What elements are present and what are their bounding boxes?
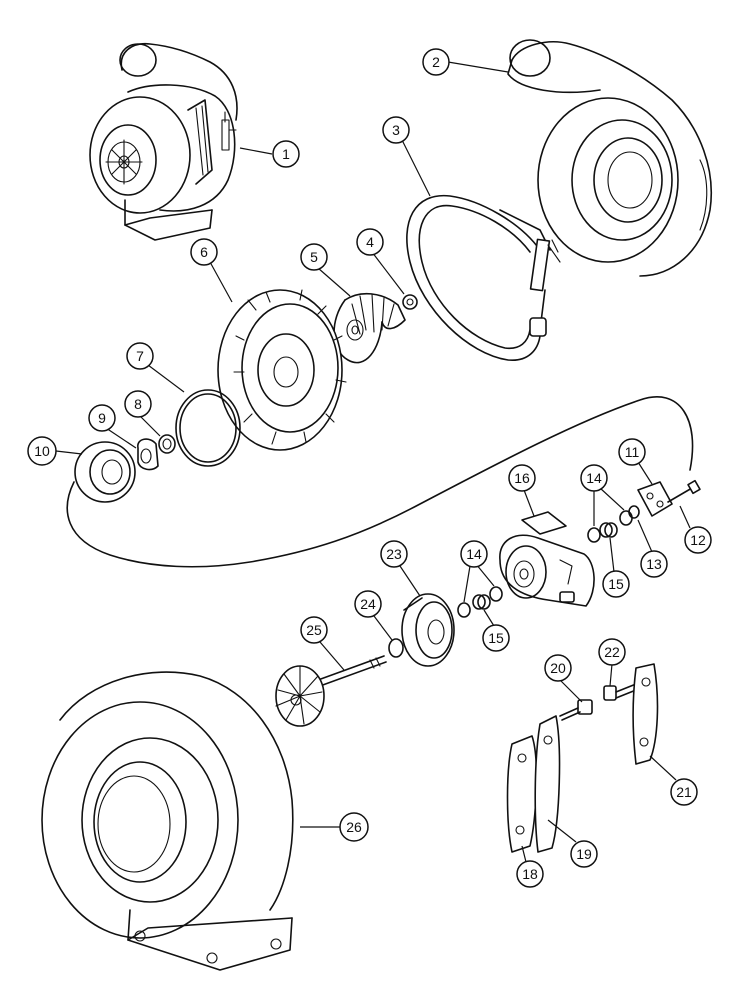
callout-2-label: 2 <box>432 54 440 70</box>
heat-shield-part <box>401 593 455 667</box>
callout-22: 22 <box>598 638 626 687</box>
callout-18-label: 18 <box>522 866 538 882</box>
callout-14-lower: 14 <box>460 540 495 603</box>
turbine-housing-part <box>41 671 294 971</box>
callout-14-lower-label: 14 <box>466 546 482 562</box>
callout-13: 13 <box>637 519 668 578</box>
callout-13-label: 13 <box>646 556 662 572</box>
callout-20: 20 <box>544 654 583 703</box>
callout-12: 12 <box>679 505 712 554</box>
callout-26: 26 <box>300 812 369 842</box>
backplate-part <box>217 289 347 451</box>
callout-25: 25 <box>300 616 345 671</box>
callout-22-label: 22 <box>604 644 620 660</box>
callout-15-lower: 15 <box>482 609 510 652</box>
shaft-nut-part <box>402 294 418 310</box>
callout-4-label: 4 <box>366 234 374 250</box>
callout-5: 5 <box>300 243 351 297</box>
callout-12-label: 12 <box>690 532 706 548</box>
callout-9: 9 <box>88 404 137 449</box>
callout-21: 21 <box>649 755 698 806</box>
callout-15-lower-label: 15 <box>488 630 504 646</box>
callout-2: 2 <box>422 48 509 76</box>
callout-19: 19 <box>547 819 598 868</box>
callout-1: 1 <box>239 140 300 168</box>
seal-rings-lower-part <box>457 586 503 618</box>
oil-flange-part <box>637 481 673 517</box>
turbocharger-assembly-part <box>89 43 238 241</box>
center-housing-part <box>499 511 595 607</box>
callout-15-upper-label: 15 <box>608 576 624 592</box>
callout-8-label: 8 <box>134 396 142 412</box>
callout-9-label: 9 <box>98 410 106 426</box>
callout-3-label: 3 <box>392 122 400 138</box>
callout-6-label: 6 <box>200 244 208 260</box>
callout-8: 8 <box>124 390 161 437</box>
o-ring-part <box>175 389 241 467</box>
bushing-part <box>137 438 159 471</box>
seal-rings-upper-part <box>587 510 633 543</box>
callout-10: 10 <box>27 436 83 466</box>
callout-5-label: 5 <box>310 249 318 265</box>
clamp-plate-part <box>506 735 538 853</box>
callout-23-label: 23 <box>386 546 402 562</box>
flange-gasket-part <box>628 505 640 519</box>
callout-3: 3 <box>382 116 431 197</box>
compressor-housing-part <box>507 39 713 277</box>
callout-24-label: 24 <box>360 596 376 612</box>
callout-19-label: 19 <box>576 846 592 862</box>
bolt-22-part <box>603 683 637 701</box>
backing-plate-part <box>632 663 659 765</box>
callout-11-label: 11 <box>625 444 640 460</box>
flange-bolt-part <box>667 479 701 503</box>
v-band-clamp-part <box>406 194 561 361</box>
turbine-wheel-shaft-part <box>275 655 387 727</box>
callout-21-label: 21 <box>676 784 692 800</box>
callout-20-label: 20 <box>550 660 566 676</box>
callout-6: 6 <box>190 238 233 303</box>
callout-14-upper-label: 14 <box>586 470 602 486</box>
callout-16-label: 16 <box>514 470 530 486</box>
callout-4: 4 <box>356 228 405 295</box>
callout-18: 18 <box>516 845 544 888</box>
callout-1-label: 1 <box>282 146 290 162</box>
seal-plate-part <box>74 441 136 503</box>
callout-7: 7 <box>126 342 185 393</box>
callout-23: 23 <box>380 540 421 597</box>
callout-11: 11 <box>618 438 653 485</box>
piston-ring-part <box>388 638 404 658</box>
callout-15-upper: 15 <box>602 537 630 598</box>
bolt-20-part <box>559 699 593 721</box>
callout-25-label: 25 <box>306 622 322 638</box>
callout-24: 24 <box>354 590 393 641</box>
small-ring-part <box>158 434 176 454</box>
callout-10-label: 10 <box>34 443 50 459</box>
callout-16: 16 <box>508 464 536 517</box>
compressor-wheel-part <box>333 292 406 364</box>
callout-26-label: 26 <box>346 819 362 835</box>
lock-plate-part <box>534 715 561 853</box>
callout-14-upper: 14 <box>580 464 625 526</box>
callout-7-label: 7 <box>136 348 144 364</box>
